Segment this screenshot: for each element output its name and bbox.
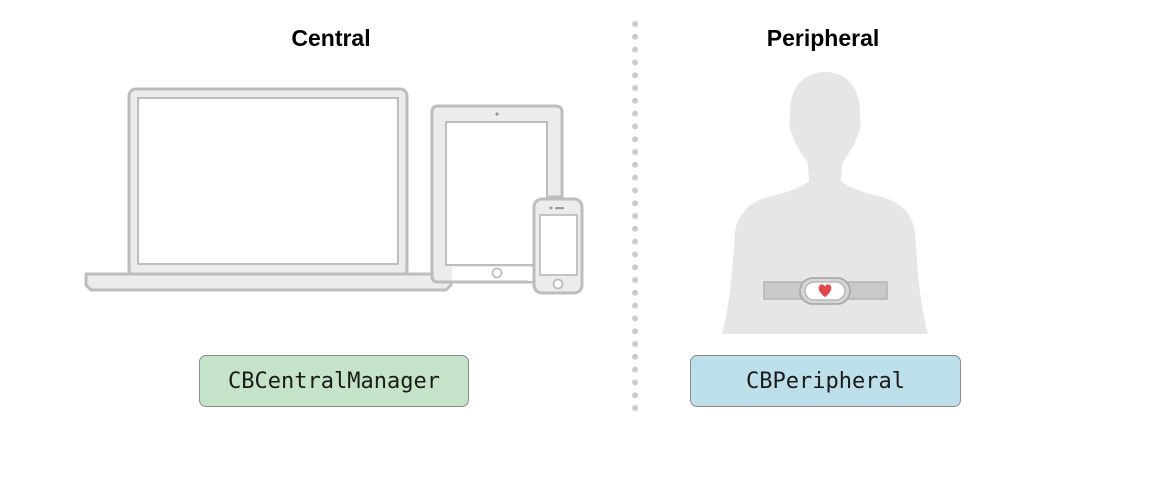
phone-icon	[532, 197, 584, 295]
central-heading: Central	[291, 25, 371, 51]
peripheral-heading: Peripheral	[766, 25, 880, 51]
cbcentralmanager-box: CBCentralManager	[199, 355, 469, 407]
cbperipheral-box: CBPeripheral	[690, 355, 961, 407]
tablet-icon	[430, 104, 564, 284]
heart-icon	[818, 284, 832, 297]
person-silhouette-icon	[722, 72, 928, 334]
heart-rate-strap-icon	[763, 277, 888, 305]
laptop-icon	[84, 87, 453, 292]
